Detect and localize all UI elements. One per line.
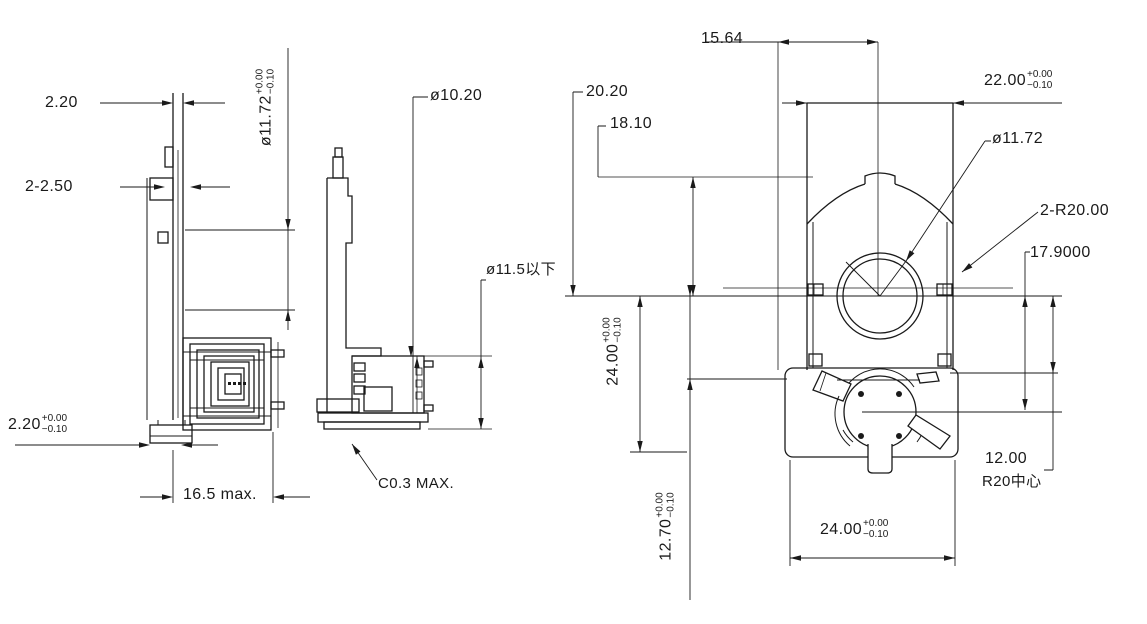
dim-value: ø11.5以下: [486, 261, 557, 278]
dim-value: 17.9000: [1030, 244, 1091, 261]
dim-value: 24.00: [820, 520, 863, 538]
dimension-arrowheads: [139, 39, 1056, 561]
dim-dia115-max: ø11.5以下: [486, 261, 556, 279]
dim-value: 20.20: [586, 83, 629, 100]
dim-tolerance: +0.00 −0.10: [601, 317, 624, 343]
dim-slot-two-places: 2-2.50: [25, 178, 73, 196]
dim-w2400-bottom: 24.00 +0.00 −0.10: [820, 518, 889, 540]
dim-value: 22.00: [984, 71, 1027, 89]
dim-value: 2-2.50: [25, 178, 73, 195]
dim-tolerance: +0.00 −0.10: [863, 518, 889, 540]
dim-dia1020: ø10.20: [430, 87, 482, 105]
front-view: [784, 102, 959, 474]
dim-base-thickness: 2.20 +0.00 −0.10: [8, 413, 68, 435]
dim-value: 12.00: [985, 450, 1028, 467]
dim-h1270: 12.70 +0.00 −0.10: [654, 457, 677, 597]
dim-value: 18.10: [610, 115, 653, 132]
dim-tolerance: +0.00 −0.10: [654, 492, 677, 518]
dim-h1810: 18.10: [610, 115, 652, 133]
dim-value: R20中心: [982, 473, 1042, 490]
dim-w2200: 22.00 +0.00 −0.10: [984, 69, 1053, 91]
middle-profile-view: [316, 147, 434, 430]
dim-value: ø10.20: [430, 87, 483, 104]
dim-chamfer-note: C0.3 MAX.: [378, 475, 454, 493]
dim-tolerance: +0.00 −0.10: [41, 413, 68, 435]
dim-r20-center-note: R20中心: [982, 473, 1042, 491]
dim-value: 24.00: [604, 343, 621, 386]
dim-h2400-left: 24.00 +0.00 −0.10: [601, 282, 624, 422]
dim-value: 2.20: [8, 415, 41, 433]
left-side-view: [146, 93, 285, 444]
dim-radius-two-places: 2-R20.00: [1040, 202, 1109, 220]
dim-tolerance: +0.00 −0.10: [254, 68, 277, 95]
dim-value: 15.64: [701, 30, 744, 47]
dim-value: ø11.72: [992, 130, 1044, 147]
dim-value: 12.70: [657, 518, 674, 561]
dim-plate-thickness: 2.20: [45, 94, 78, 112]
dim-h2020: 20.20: [586, 83, 628, 101]
dim-h179: 17.9000: [1030, 244, 1091, 262]
dim-value: 2.20: [45, 94, 78, 111]
dim-h1200: 12.00: [985, 450, 1027, 468]
dimension-lines: [15, 41, 1062, 600]
dim-max-depth: 16.5 max.: [180, 486, 260, 504]
dim-w1564: 15.64: [701, 30, 743, 48]
dim-tolerance: +0.00 −0.10: [1027, 69, 1053, 91]
dim-dia1172-side: ø11.72 +0.00 −0.10: [254, 38, 277, 178]
dim-value: 2-R20.00: [1040, 202, 1110, 219]
dim-value: C0.3 MAX.: [378, 475, 455, 492]
dim-value: ø11.72: [257, 95, 274, 147]
dim-dia1172-front: ø11.72: [992, 130, 1043, 148]
dim-value: 16.5 max.: [183, 486, 257, 503]
